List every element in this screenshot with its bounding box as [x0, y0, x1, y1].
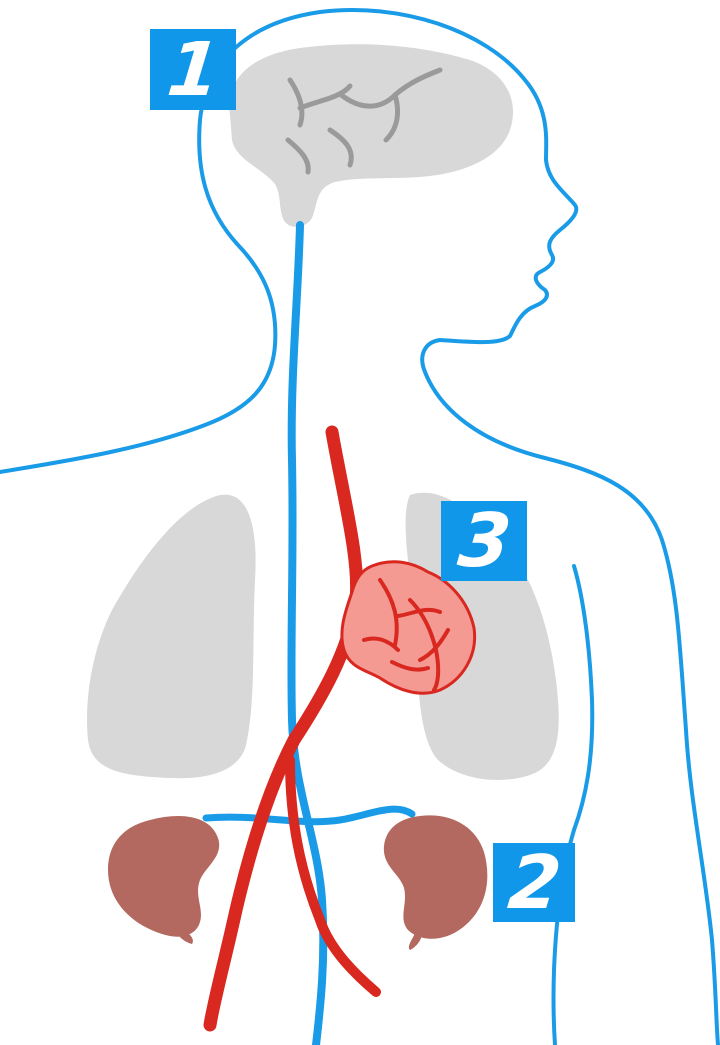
heart-number-badge: 3 — [441, 501, 527, 581]
kidney-number-label: 2 — [505, 846, 562, 920]
brain-number-badge: 1 — [150, 29, 236, 110]
lung-left — [87, 495, 256, 779]
brain-number-label: 1 — [164, 33, 221, 107]
brain — [229, 44, 513, 227]
kidney-right — [384, 815, 487, 938]
heart-number-label: 3 — [455, 504, 512, 578]
arm-outline — [554, 566, 593, 1045]
kidney-number-badge: 2 — [493, 843, 575, 922]
brain-shape — [229, 44, 513, 227]
kidney-right-ureter — [409, 930, 422, 950]
kidney-left — [108, 816, 219, 937]
